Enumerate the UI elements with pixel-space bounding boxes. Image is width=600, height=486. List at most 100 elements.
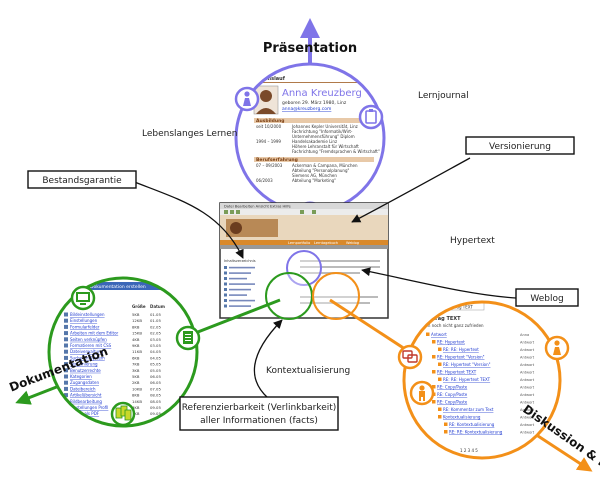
screen-side-item-icon <box>224 299 227 302</box>
screen-side-item[interactable] <box>229 299 255 302</box>
screen-side-item[interactable] <box>229 272 251 274</box>
doc-row-size: 7KB <box>132 362 140 367</box>
doc-row-date: 02.05 <box>150 331 161 336</box>
cv-section-title: Ausbildung <box>256 118 285 124</box>
doc-focus-circle <box>265 272 313 320</box>
label-referenzierbarkeit-2: aller Informationen (facts) <box>200 416 318 426</box>
disc-row-text[interactable]: Kontextualisierung <box>443 415 481 420</box>
doc-row-size: 10KB <box>132 386 142 391</box>
doc-row-size: 5KB <box>132 312 140 317</box>
doc-row-name[interactable]: Einstellungen <box>70 318 98 323</box>
doc-row-name[interactable]: Dateibereich <box>70 386 96 391</box>
doc-row-name[interactable]: Formularfelder <box>70 324 100 329</box>
disc-row-text[interactable]: RE: Copy/Paste <box>437 400 468 405</box>
cv-row-date: seit 10/2000 <box>256 124 282 129</box>
doc-row-name[interactable]: Artikelübersicht <box>70 393 102 398</box>
person-orange-badge-top <box>544 335 570 361</box>
box-versionierung: Versionierung <box>465 136 575 155</box>
doc-row-name[interactable]: Suche im System <box>70 355 105 360</box>
disc-row-text[interactable]: RE: Hypertext <box>437 340 465 345</box>
label-lebenslanges-lernen: Lebenslanges Lernen <box>142 129 237 139</box>
doc-row-name[interactable]: Seiten verknüpfen <box>70 337 107 342</box>
disc-post-icon <box>438 347 442 351</box>
disc-post-icon <box>438 415 442 419</box>
box-bestandsgarantie: Bestandsgarantie <box>27 170 137 189</box>
document-icon-badge <box>175 325 201 351</box>
disc-row-author: Antwort <box>520 378 535 382</box>
doc-row-name[interactable]: Benutzerrechte <box>70 368 101 373</box>
doc-row-name[interactable]: Bildeinstellungen <box>70 312 105 317</box>
disc-row-text[interactable]: RE: RE: Hypertext <box>443 347 479 352</box>
cv-born: geboren 29. März 1980, Linz <box>282 100 347 106</box>
doc-row-name[interactable]: Zugangsdaten <box>70 380 99 385</box>
disc-row-author: Antwort <box>520 408 535 412</box>
doc-row-size: 2KB <box>132 380 140 385</box>
doc-row-size: 11KB <box>132 349 142 354</box>
doc-row-name[interactable]: Formatieren mit CSS <box>70 343 112 348</box>
doc-file-icon <box>64 411 68 416</box>
doc-file-icon <box>64 318 68 323</box>
screen-side-item[interactable] <box>229 266 255 269</box>
doc-row-size: 15KB <box>132 331 142 336</box>
doc-row-size: 4KB <box>132 337 140 342</box>
disc-row-text[interactable]: RE: RE: Kontextualisierung <box>449 430 503 435</box>
disc-row-text[interactable]: RE: Hypertext TEXT <box>437 370 477 375</box>
doc-row-size: 5KB <box>132 374 140 379</box>
doc-row-size: 12KB <box>132 318 142 323</box>
disc-row-text[interactable]: RE: Kontextualisierung <box>449 422 495 427</box>
screen-side-item[interactable] <box>229 288 251 291</box>
doc-row-name[interactable]: Bildbearbeitung <box>70 399 102 404</box>
disc-row-text[interactable]: RE: Copy/Paste <box>437 392 468 397</box>
cv-name: Anna Kreuzberg <box>282 88 362 99</box>
doc-row-date: 07.05 <box>150 386 161 391</box>
doc-file-icon <box>64 380 68 385</box>
doc-row-name[interactable]: Kategorien <box>70 374 92 379</box>
screen-side-item[interactable] <box>229 294 247 296</box>
disc-bubble: Zurück Beitrag TEXT Beitrag TEXT Bin noc… <box>402 300 562 460</box>
doc-row-name[interactable]: Arbeiten mit dem Editor <box>70 331 119 336</box>
cv-row-text: Ackerman & Campana, München <box>292 163 358 168</box>
disc-row-text[interactable]: Antwort <box>431 332 447 337</box>
screen-side-item[interactable] <box>229 277 247 280</box>
cv-email[interactable]: anna@kreuzberg.com <box>282 106 331 112</box>
doc-file-icon <box>64 362 68 367</box>
disc-row-text[interactable]: RE: Copy/Paste <box>437 385 468 390</box>
screen-tab-3[interactable]: Weblog <box>346 241 359 245</box>
doc-file-icon <box>64 331 68 336</box>
disc-tab-1[interactable]: Zurück <box>418 305 433 310</box>
disc-row-text[interactable]: RE: Kommentar zum Text <box>443 407 494 412</box>
cv-row-date: 06/2003 <box>256 178 273 183</box>
doc-header: Dokumentation erstellen <box>90 284 146 290</box>
screen-side-label: Inhaltsverzeichnis <box>224 259 256 263</box>
person-icon-badge <box>234 86 260 112</box>
doc-row-name[interactable]: Dateiverwaltung <box>70 349 104 354</box>
disc-row-text[interactable]: RE: Hypertext "Version" <box>437 355 485 360</box>
label-referenzierbarkeit-1: Referenzierbarkeit (Verlinkbarkeit) <box>182 403 337 413</box>
disc-row-text[interactable]: RE: Hypertext "Version" <box>443 362 491 367</box>
disc-row-author: Antwort <box>520 356 535 360</box>
label-kontextualisierung: Kontextualisierung <box>266 366 350 376</box>
disc-row-text[interactable]: RE: RE: Hypertext TEXT <box>443 377 491 382</box>
doc-row-name[interactable]: Export als PDF <box>70 411 100 416</box>
doc-row-name[interactable]: Einstellungen Profil <box>70 405 108 410</box>
screen-tab-2[interactable]: Lerntagebuch <box>314 241 338 245</box>
doc-row-size: 6KB <box>132 411 140 416</box>
doc-row-size: 8KB <box>132 324 140 329</box>
doc-row-size: 4KB <box>132 405 140 410</box>
disc-footer[interactable]: 1 2 3 4 5 <box>460 448 478 453</box>
doc-col-size: Größe <box>132 304 146 309</box>
disc-tab-2[interactable]: Beitrag TEXT <box>447 305 473 310</box>
doc-file-icon <box>64 368 68 373</box>
screen-side-item-icon <box>224 271 227 275</box>
doc-row-name[interactable]: Versionierung <box>70 362 98 367</box>
doc-row-date: 09.05 <box>150 405 161 410</box>
screen-tab-1[interactable]: Lernportfolio <box>288 241 310 245</box>
doc-row-date: 03.05 <box>150 343 161 348</box>
screen-side-item[interactable] <box>229 283 255 285</box>
disc-post-icon <box>432 370 436 374</box>
label-versionierung: Versionierung <box>489 142 551 152</box>
disc-row-author: Antwort <box>520 416 535 420</box>
disc-post-icon <box>432 385 436 389</box>
screen-side-item[interactable] <box>229 305 251 307</box>
